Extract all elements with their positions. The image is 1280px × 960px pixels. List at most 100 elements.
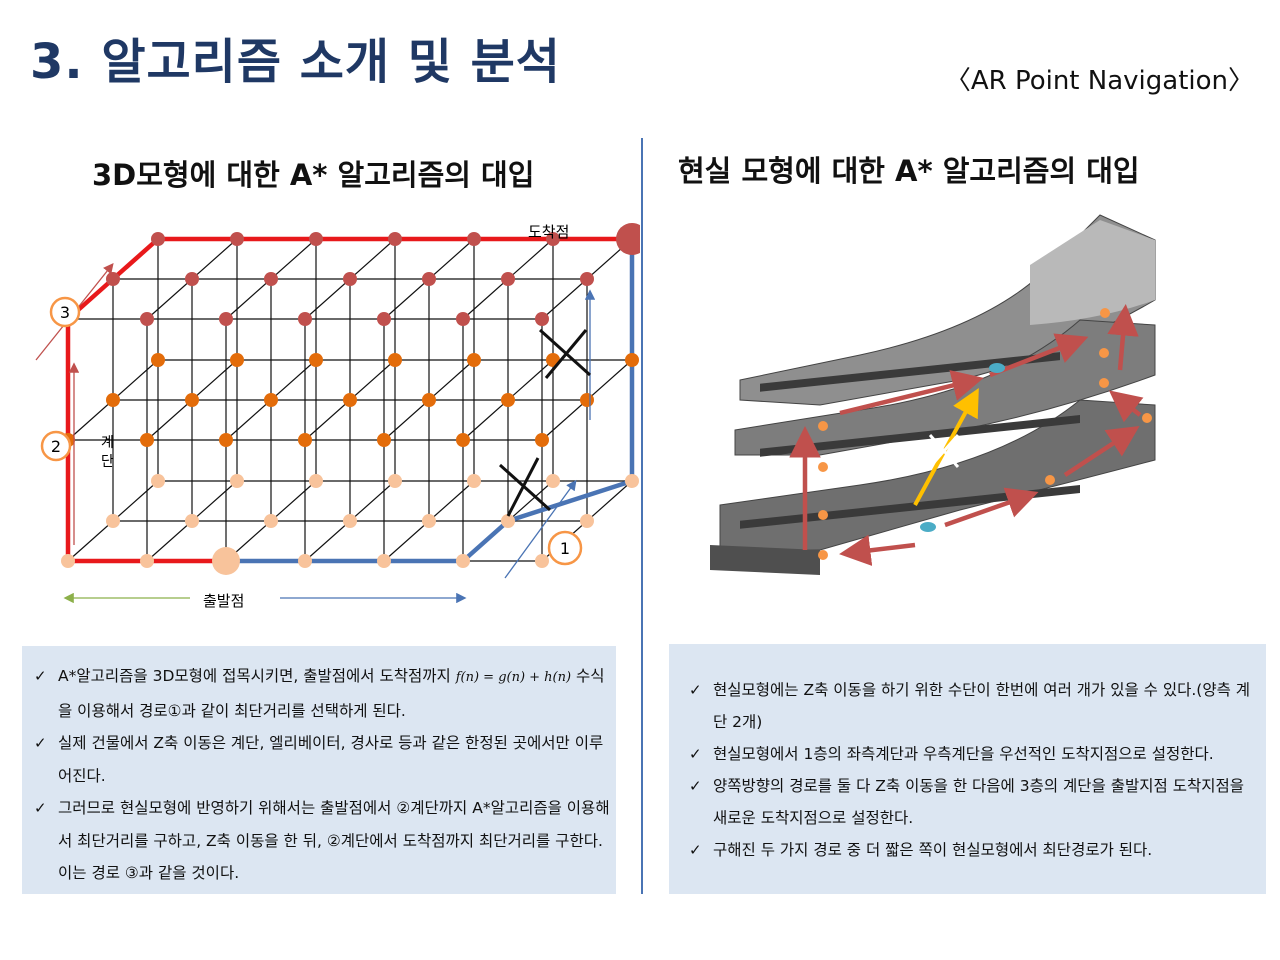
route-1-badge — [547, 530, 583, 566]
right-section-title: 현실 모형에 대한 A* 알고리즘의 대입 — [678, 154, 1140, 188]
route-3-number: 3 — [60, 303, 70, 322]
grid-node — [298, 554, 312, 568]
grid-node — [535, 312, 549, 326]
route-1-number: 1 — [560, 539, 570, 558]
grid-node — [230, 232, 244, 246]
departure-node — [212, 547, 240, 575]
grid-node — [298, 312, 312, 326]
grid-node — [535, 554, 549, 568]
check-icon: ✓ — [689, 777, 702, 795]
grid-node — [185, 514, 199, 528]
route-1-path — [226, 239, 635, 564]
grid-node — [625, 474, 639, 488]
grid-node — [106, 514, 120, 528]
grid-node — [343, 393, 357, 407]
floor-base — [710, 545, 820, 575]
grid-3d-diagram: 도착점 출발점 계 단 3 2 1 — [35, 223, 640, 610]
grid-node — [625, 353, 639, 367]
check-icon: ✓ — [689, 841, 702, 859]
left-section-title: 3D모형에 대한 A* 알고리즘의 대입 — [92, 158, 535, 192]
grid-node — [377, 312, 391, 326]
building-model-diagram — [710, 214, 1156, 575]
right-bullet-4: ✓구해진 두 가지 경로 중 더 짧은 쪽이 현실모형에서 최단경로가 된다. — [683, 834, 1263, 866]
formula: f(n) = g(n) + h(n) — [455, 670, 572, 685]
stairs-label-bottom: 단 — [101, 454, 114, 470]
column-divider — [641, 138, 643, 894]
grid-node — [501, 514, 515, 528]
grid-node — [230, 353, 244, 367]
grid-node — [501, 272, 515, 286]
start-points — [920, 363, 1005, 532]
grid-node — [388, 474, 402, 488]
grid-node — [456, 312, 470, 326]
red-routes — [789, 304, 1144, 566]
grid-node — [219, 433, 233, 447]
grid-node — [388, 353, 402, 367]
left-bullet-list: ✓A*알고리즘을 3D모형에 접목시키면, 출발점에서 도착점까지 f(n) =… — [28, 660, 612, 890]
blocked-mark-model — [928, 434, 960, 468]
arrival-label: 도착점 — [528, 223, 569, 241]
waypoints — [818, 308, 1152, 560]
grid-node — [264, 393, 278, 407]
grid-node — [467, 353, 481, 367]
stairs-label-top: 계 — [101, 435, 114, 451]
grid-node — [151, 474, 165, 488]
grid-node — [140, 312, 154, 326]
check-icon: ✓ — [689, 745, 702, 763]
grid-node — [309, 353, 323, 367]
grid-node — [422, 393, 436, 407]
check-icon: ✓ — [689, 681, 702, 699]
grid-node — [535, 433, 549, 447]
route-2-number: 2 — [51, 437, 61, 456]
right-bullet-2: ✓현실모형에서 1층의 좌측계단과 우측계단을 우선적인 도착지점으로 설정한다… — [683, 738, 1263, 770]
grid-node — [467, 232, 481, 246]
departure-label: 출발점 — [203, 592, 244, 610]
route-1-arrow-a — [504, 479, 577, 579]
grid-node — [467, 474, 481, 488]
grid-node — [377, 554, 391, 568]
grid-node — [185, 393, 199, 407]
grid-node — [456, 433, 470, 447]
grid-node — [422, 514, 436, 528]
grid-node — [388, 232, 402, 246]
grid-node — [546, 474, 560, 488]
left-notes-panel — [22, 646, 616, 894]
grid-nodes — [61, 223, 640, 575]
grid-node — [343, 514, 357, 528]
grid-node — [106, 272, 120, 286]
grid-node — [151, 232, 165, 246]
right-bullet-1: ✓현실모형에는 Z축 이동을 하기 위한 수단이 한번에 여러 개가 있을 수 … — [683, 674, 1263, 738]
page-title: 3. 알고리즘 소개 및 분석 — [30, 34, 561, 90]
check-icon: ✓ — [34, 799, 47, 817]
grid-node — [309, 232, 323, 246]
grid-node — [61, 554, 75, 568]
grid-node — [140, 433, 154, 447]
grid-node — [298, 433, 312, 447]
grid-node — [264, 514, 278, 528]
arrival-node — [616, 223, 640, 255]
grid-node — [546, 232, 560, 246]
grid-node — [377, 433, 391, 447]
check-icon: ✓ — [34, 667, 47, 685]
grid-node — [456, 554, 470, 568]
route-3-badge — [49, 296, 81, 328]
blocked-mark-top — [538, 328, 592, 379]
grid-node — [230, 474, 244, 488]
right-bullet-3: ✓ 양쪽방향의 경로를 둘 다 Z축 이동을 한 다음에 3층의 계단을 출발지… — [683, 770, 1263, 834]
grid-node — [501, 393, 515, 407]
route-2-badge — [40, 430, 72, 462]
grid-node — [422, 272, 436, 286]
grid-node — [151, 353, 165, 367]
grid-node — [580, 514, 594, 528]
grid-node — [106, 393, 120, 407]
left-bullet-1: ✓A*알고리즘을 3D모형에 접목시키면, 출발점에서 도착점까지 f(n) =… — [28, 660, 612, 727]
grid-node — [185, 272, 199, 286]
left-bullet-3: ✓그러므로 현실모형에 반영하기 위해서는 출발점에서 ②계단까지 A*알고리즘… — [28, 792, 612, 890]
grid-node — [343, 272, 357, 286]
roof-slab — [1030, 220, 1155, 325]
page-subtitle: 〈AR Point Navigation〉 — [944, 66, 1254, 96]
check-icon: ✓ — [34, 734, 47, 752]
grid-node — [140, 554, 154, 568]
right-notes-panel — [669, 644, 1266, 894]
grid-node — [219, 312, 233, 326]
